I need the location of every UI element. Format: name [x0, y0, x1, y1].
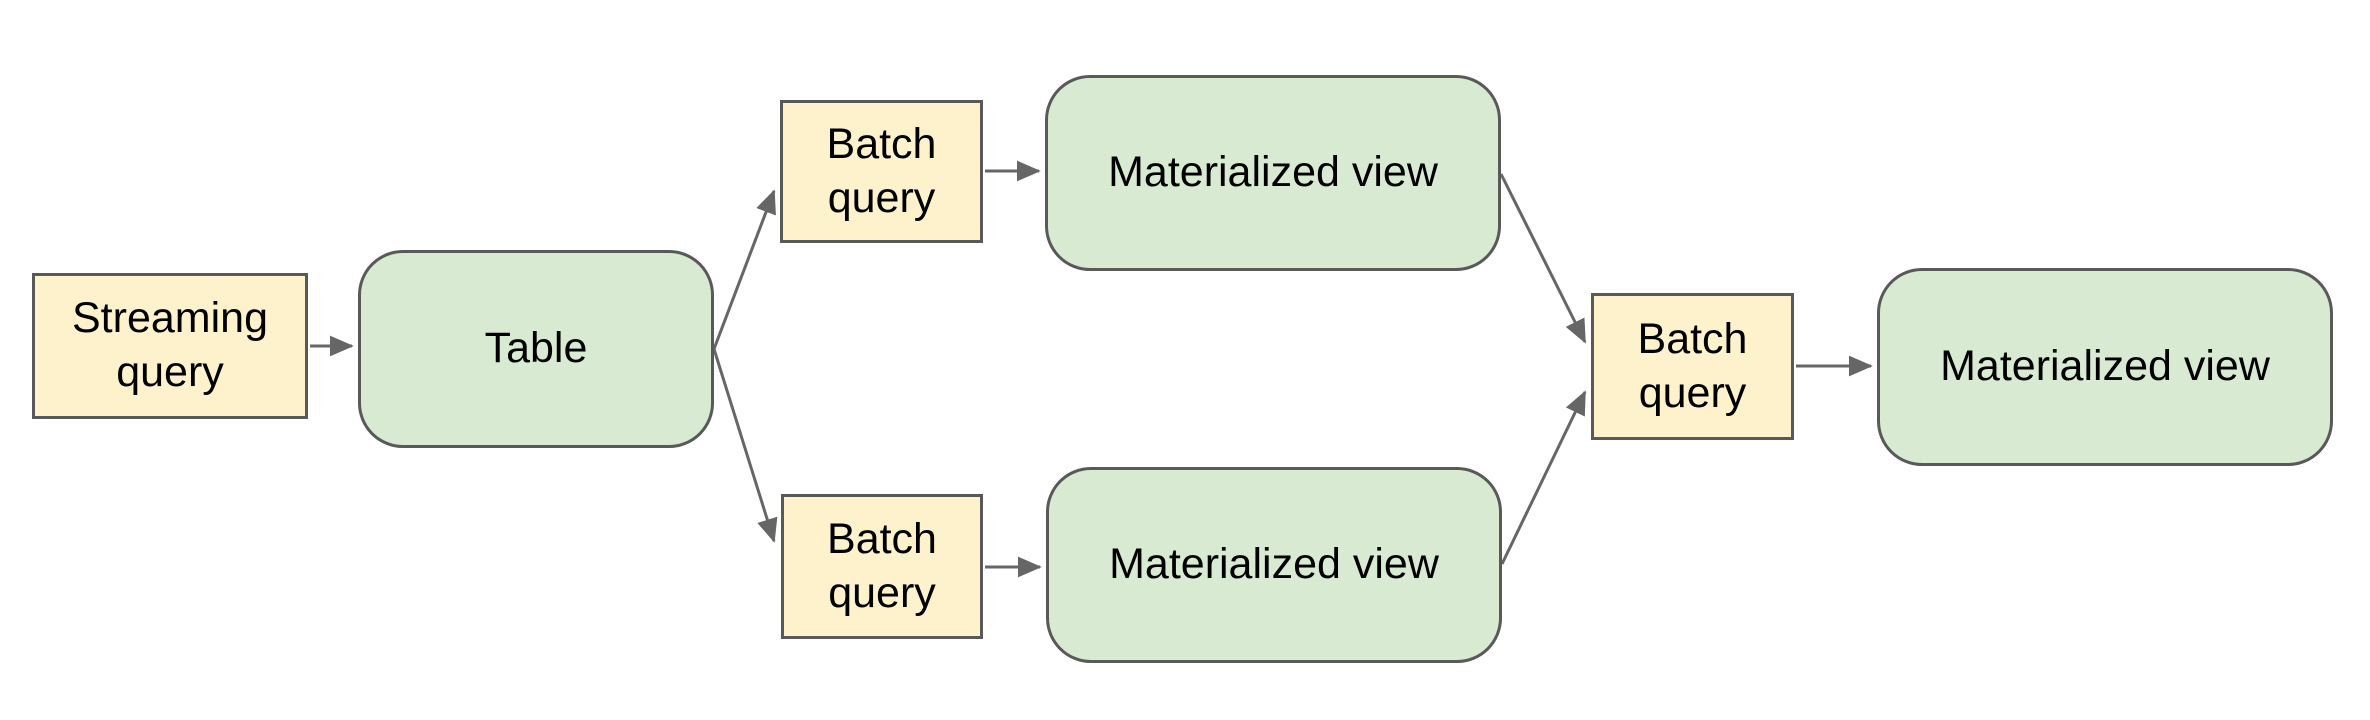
edge-table-to-batch-query-top	[712, 189, 776, 350]
edge-materialized-view-top-to-batch-query-right	[1499, 173, 1587, 344]
edge-materialized-view-bottom-to-batch-query-right	[1500, 390, 1587, 565]
batch-query-top-node: Batch query	[780, 100, 983, 243]
batch-query-bottom-label: Batch query	[827, 514, 937, 617]
streaming-query-label: Streaming query	[72, 294, 268, 396]
table-node: Table	[358, 250, 714, 448]
materialized-view-top-node: Materialized view	[1045, 75, 1501, 271]
streaming-query-node: Streaming query	[32, 273, 308, 419]
materialized-view-bottom-label: Materialized view	[1109, 540, 1439, 589]
table-label: Table	[484, 324, 588, 373]
batch-query-top-label: Batch query	[826, 119, 937, 222]
materialized-view-bottom-node: Materialized view	[1046, 467, 1502, 663]
edge-table-to-batch-query-bottom	[712, 348, 778, 543]
batch-query-right-label: Batch query	[1637, 314, 1748, 417]
materialized-view-top-label: Materialized view	[1108, 148, 1438, 197]
materialized-view-right-node: Materialized view	[1877, 268, 2333, 466]
batch-query-right-node: Batch query	[1591, 293, 1794, 440]
materialized-view-right-label: Materialized view	[1940, 342, 2270, 391]
batch-query-bottom-node: Batch query	[781, 494, 983, 639]
